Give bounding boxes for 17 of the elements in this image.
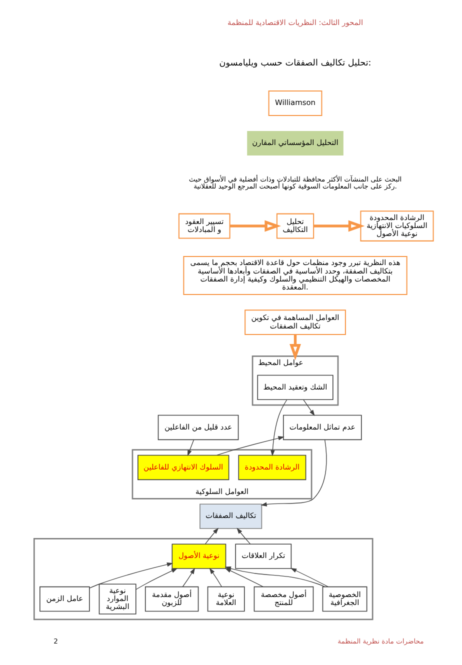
- arrow: [290, 568, 329, 588]
- arrow: [236, 528, 251, 544]
- arrow: [303, 399, 315, 416]
- arrow: [209, 568, 222, 588]
- arrow: [182, 568, 196, 588]
- cluster: [33, 538, 374, 620]
- label: تحليل تكاليف الصفقات حسب ويليامسون:: [219, 58, 372, 69]
- arrow: [136, 568, 178, 590]
- arrow: [216, 436, 284, 456]
- arrow: [230, 220, 281, 232]
- arrow: [89, 562, 174, 588]
- arrow: [260, 439, 327, 506]
- arrow: [290, 334, 301, 360]
- arrow: [314, 220, 365, 232]
- arrow: [204, 528, 219, 544]
- arrow: [270, 399, 288, 456]
- arrow: [187, 439, 194, 456]
